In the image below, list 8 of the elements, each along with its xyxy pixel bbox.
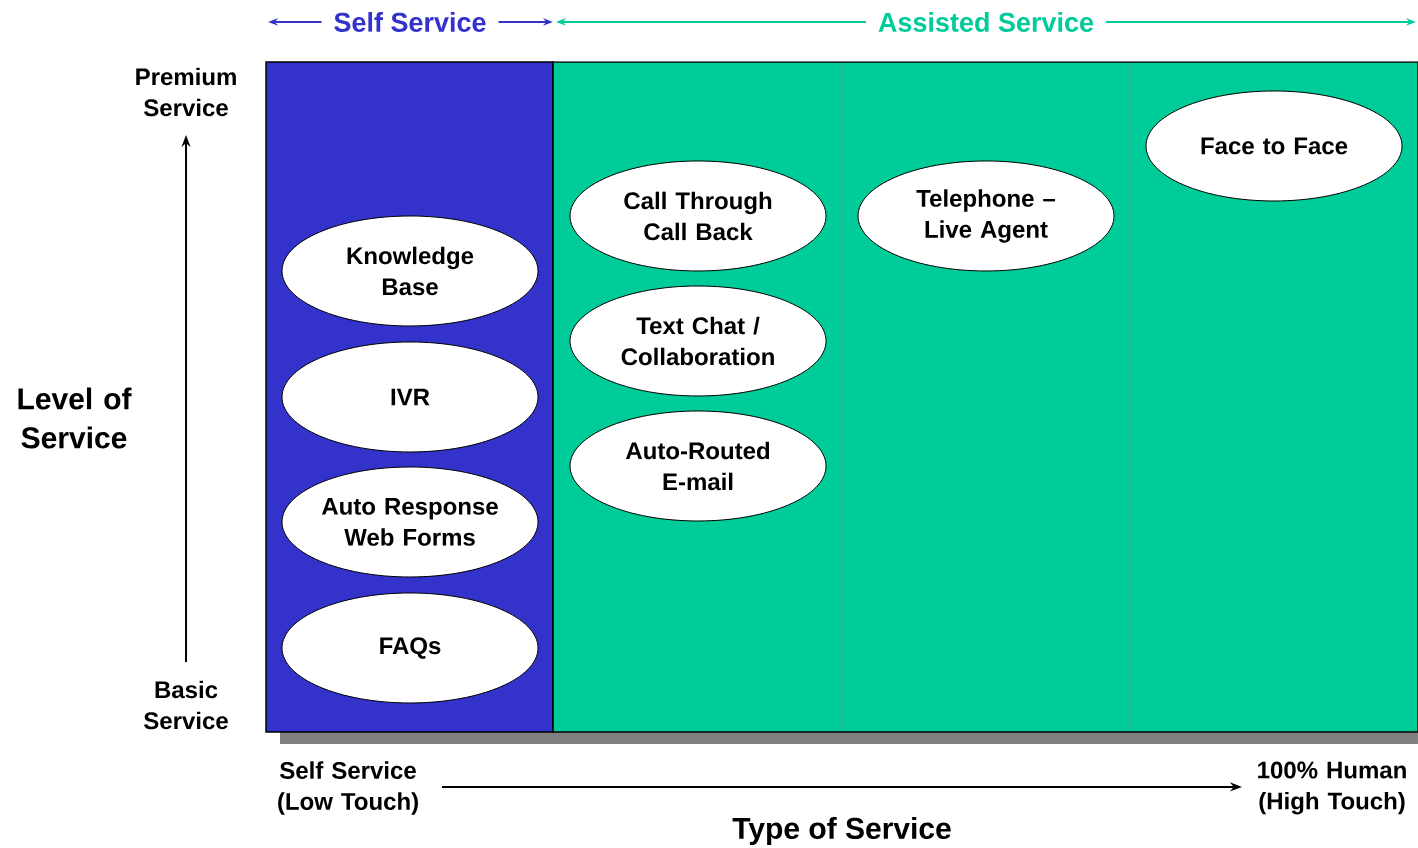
axis-label: Self Service (Low Touch) <box>278 761 418 815</box>
axis-label: Assisted Service <box>865 10 1107 34</box>
axis-label: 100% Human (High Touch) <box>1258 761 1406 815</box>
axis-label: Premium Service <box>136 67 236 117</box>
axis-label: Level of Service <box>18 387 132 449</box>
axis-label: Type of Service <box>732 817 951 845</box>
axis-label: Self Service <box>321 10 499 34</box>
axis-label: Basic Service <box>144 680 228 730</box>
